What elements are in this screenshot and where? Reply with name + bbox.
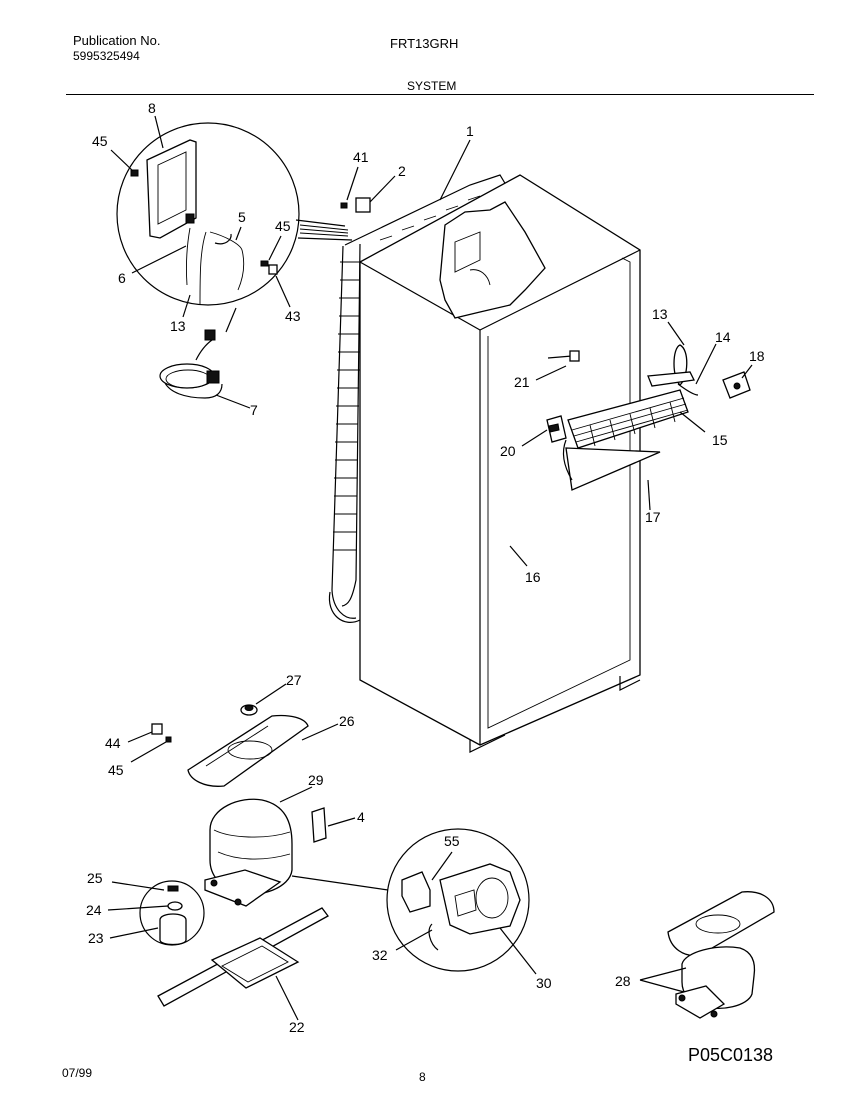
callout-29: 29 xyxy=(308,772,324,788)
callout-28: 28 xyxy=(615,973,631,989)
base-rail-part xyxy=(157,907,329,1007)
hinge-bracket-part xyxy=(355,197,371,213)
callout-45-mid: 45 xyxy=(275,218,291,234)
callout-17: 17 xyxy=(645,509,661,525)
model-number: FRT13GRH xyxy=(390,36,459,51)
compressor-part xyxy=(204,798,293,907)
grommet-part xyxy=(240,704,258,716)
refrigerator-cabinet-part xyxy=(359,174,641,753)
callout-24: 24 xyxy=(86,902,102,918)
callout-7: 7 xyxy=(250,402,258,418)
callout-15: 15 xyxy=(712,432,728,448)
filter-drier-part xyxy=(311,807,327,843)
callout-13-left: 13 xyxy=(170,318,186,334)
footer-date: 07/99 xyxy=(62,1066,93,1080)
callout-20: 20 xyxy=(500,443,516,459)
publication-number: 5995325494 xyxy=(73,49,140,63)
callout-1: 1 xyxy=(466,123,474,139)
callout-23: 23 xyxy=(88,930,104,946)
callout-26: 26 xyxy=(339,713,355,729)
callout-18: 18 xyxy=(749,348,765,364)
callout-27: 27 xyxy=(286,672,302,688)
callout-30: 30 xyxy=(536,975,552,991)
detail-circle-mounting-parts xyxy=(139,880,205,946)
callout-55: 55 xyxy=(444,833,460,849)
section-title: SYSTEM xyxy=(407,79,457,93)
drain-pan-part xyxy=(187,714,309,787)
page-number: 8 xyxy=(419,1070,426,1084)
thermostat-bulb-part xyxy=(547,350,580,362)
callout-22: 22 xyxy=(289,1019,305,1035)
clip-bracket-part xyxy=(722,371,751,399)
callout-21: 21 xyxy=(514,374,530,390)
publication-label: Publication No. xyxy=(73,33,161,48)
callout-44: 44 xyxy=(105,735,121,751)
callout-8: 8 xyxy=(148,100,156,116)
callout-41: 41 xyxy=(353,149,369,165)
callout-4: 4 xyxy=(357,809,365,825)
callout-14: 14 xyxy=(715,329,731,345)
screw-clip-part xyxy=(151,723,172,743)
callout-5: 5 xyxy=(238,209,246,225)
callout-2: 2 xyxy=(398,163,406,179)
header-rule xyxy=(66,94,814,95)
clip-part xyxy=(546,415,567,443)
callout-45-top: 45 xyxy=(92,133,108,149)
callout-25: 25 xyxy=(87,870,103,886)
detail-circle-relay-parts xyxy=(386,828,530,972)
evaporator-coil-part xyxy=(562,344,699,491)
callout-43: 43 xyxy=(285,308,301,324)
compressor-assembly-part xyxy=(667,891,775,1019)
callout-13-right: 13 xyxy=(652,306,668,322)
callout-16: 16 xyxy=(525,569,541,585)
drawing-code: P05C0138 xyxy=(688,1045,774,1065)
callout-6: 6 xyxy=(118,270,126,286)
callout-32: 32 xyxy=(372,947,388,963)
callout-45-bottom: 45 xyxy=(108,762,124,778)
detail-circle-control-parts xyxy=(116,122,300,306)
power-cord-part xyxy=(159,307,237,399)
